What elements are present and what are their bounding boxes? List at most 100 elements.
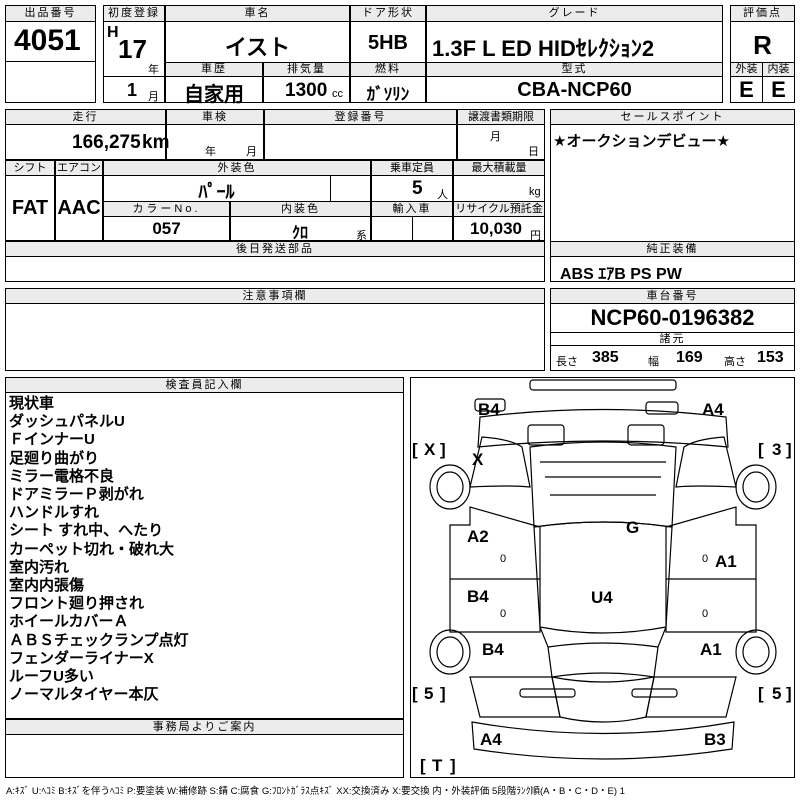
- length: 385: [592, 349, 619, 366]
- inspector-note: フロント廻り押され: [9, 595, 145, 613]
- inspector-note: 現状車: [9, 395, 55, 412]
- inspector-note: 室内汚れ: [9, 558, 70, 576]
- wheel-fr-bracket-right: ]: [786, 440, 792, 459]
- inspector-note: フェンダーライナーX: [9, 649, 154, 667]
- office-label: 事務局よりご案内: [5, 719, 404, 735]
- shift-box: [5, 175, 55, 241]
- capacity: 5: [412, 178, 423, 199]
- inspector-note: ノーマルタイヤー本仄: [9, 686, 159, 704]
- import-label: 輸入車: [371, 201, 453, 217]
- caution-box: [5, 303, 545, 371]
- capacity-label: 乗車定員: [371, 160, 453, 176]
- inspection-label: 車検: [166, 109, 264, 125]
- model: CBA-NCP60: [517, 79, 632, 101]
- history-box: [165, 76, 263, 103]
- ext-color: ﾊﾟｰﾙ: [198, 182, 235, 202]
- import-divider: [412, 216, 413, 241]
- ac-box: [55, 175, 103, 241]
- year-unit: 年: [148, 64, 159, 76]
- length-label: 長さ: [556, 356, 578, 368]
- width-label: 幅: [648, 356, 659, 368]
- int-color-unit: 系: [356, 230, 367, 242]
- equipment-label: 純正装備: [550, 241, 795, 257]
- car-name: イスト: [224, 35, 291, 60]
- interior: E: [771, 77, 786, 102]
- damage-mark-wheel-rr: 5: [772, 684, 781, 703]
- damage-mark-pillar-left-b: 0: [500, 608, 506, 620]
- car-diagram-frame: [410, 377, 795, 778]
- int-color-label: 内装色: [230, 201, 371, 217]
- displacement: 1300: [285, 80, 328, 101]
- score-label: 評価点: [730, 5, 795, 22]
- damage-mark-wheel-fr: 3: [772, 440, 781, 459]
- height-label: 高さ: [724, 356, 746, 368]
- damage-mark-hood: G: [626, 518, 639, 537]
- recycle-label: リサイクル預託金: [453, 201, 545, 217]
- doors-label: ドア形状: [350, 5, 426, 22]
- damage-mark-pillar-left-a: 0: [500, 553, 506, 565]
- car-diagram: B4 A4 [X] [3] X G A2 A1 B4 U4 B4 A1 [5] …: [412, 379, 792, 775]
- inspector-note: 足廻り曲がり: [9, 449, 100, 467]
- month-unit: 月: [148, 91, 159, 103]
- capacity-unit: 人: [437, 189, 448, 201]
- first-reg-month: 1: [127, 80, 138, 100]
- reg-divider: [103, 76, 165, 77]
- damage-mark-front-left: B4: [478, 400, 500, 419]
- recycle: 10,030: [470, 219, 522, 238]
- first-reg-label: 初度登録: [103, 5, 165, 22]
- mileage-label: 走行: [5, 109, 166, 125]
- lot-no: 4051: [14, 24, 81, 57]
- inspector-note: ダッシュパネルU: [9, 413, 125, 431]
- inspector-note: ハンドルすれ: [9, 504, 100, 522]
- damage-mark-wheel-rl: 5: [424, 684, 433, 703]
- sales-point: ★オークションデビュー★: [553, 133, 730, 150]
- history: 自家用: [184, 84, 244, 106]
- damage-mark-rear-right: A1: [700, 640, 722, 659]
- displacement-box: [263, 76, 350, 103]
- color-no-label: カラーNo.: [103, 201, 230, 217]
- damage-mark-trunk: T: [432, 756, 443, 775]
- shift-label: シフト: [5, 160, 55, 176]
- transfer-day: 日: [528, 146, 539, 158]
- color-no-box: [103, 216, 230, 241]
- office-box: [5, 734, 404, 778]
- wheel-rl-bracket-left: [: [412, 684, 418, 703]
- first-reg-year: 17: [118, 34, 147, 64]
- damage-mark-bumper-rl: A4: [480, 730, 502, 749]
- transfer-label: 譲渡書類期限: [457, 109, 545, 125]
- damage-mark-wheel-fl: X: [424, 440, 436, 459]
- max-load-label: 最大積載量: [453, 160, 545, 176]
- trunk-bracket-right: ]: [450, 756, 456, 775]
- transfer-box: [457, 124, 545, 160]
- wheel-fl-bracket-left: [: [412, 440, 418, 459]
- fuel-label: 燃料: [350, 62, 426, 77]
- score: R: [753, 30, 772, 60]
- specs-label: 諸元: [550, 332, 795, 346]
- int-color-box: [230, 216, 371, 241]
- km-unit: km: [142, 132, 170, 153]
- interior-label: 内装: [762, 62, 795, 77]
- interior-box: [762, 76, 795, 103]
- height: 153: [757, 349, 784, 366]
- damage-mark-door-fl: A2: [467, 527, 489, 546]
- later-parts-box: [5, 256, 545, 282]
- width: 169: [676, 349, 703, 366]
- damage-mark-door-rl: B4: [467, 587, 489, 606]
- shift: FAT: [11, 197, 49, 219]
- car-name-label: 車名: [165, 5, 350, 22]
- era: H: [107, 24, 119, 41]
- inspection-box: [166, 124, 264, 160]
- damage-mark-roof: U4: [591, 588, 613, 607]
- damage-mark-bumper-rr: B3: [704, 730, 726, 749]
- doors: 5HB: [367, 32, 408, 54]
- inspector-note: ＦインナーU: [9, 431, 95, 449]
- inspector-label: 検査員記入欄: [5, 377, 404, 393]
- reg-no-box: [264, 124, 457, 160]
- history-label: 車歴: [165, 62, 263, 77]
- trunk-bracket-left: [: [420, 756, 426, 775]
- color-no: 057: [152, 219, 181, 238]
- damage-mark-door-fr: A1: [715, 552, 737, 571]
- equipment: ABS ｴｱB PS PW: [560, 266, 682, 283]
- lot-no-box: [5, 21, 96, 103]
